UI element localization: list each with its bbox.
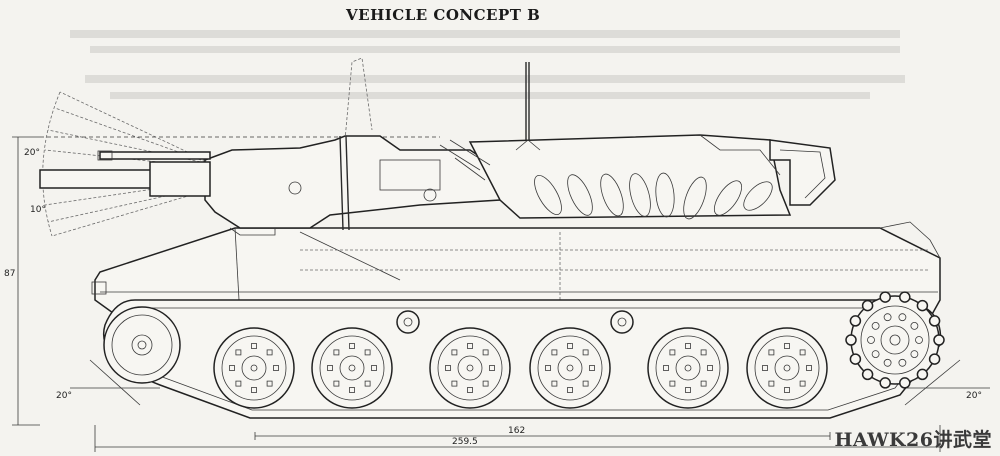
sprocket-tooth	[916, 368, 929, 381]
sprocket-bolt	[910, 321, 919, 330]
turret-mount	[39, 135, 501, 236]
sprocket-bolt	[883, 313, 892, 322]
sprocket-bolt	[871, 350, 880, 359]
overall-length-label: 259.5	[452, 437, 478, 447]
sprocket-bolt	[883, 358, 892, 367]
sprocket-tooth	[849, 315, 862, 327]
drive-sprocket	[845, 291, 945, 389]
sprocket-tooth	[933, 334, 945, 346]
loader-magazine	[439, 62, 836, 220]
idler-wheel	[103, 306, 181, 384]
sprocket-tooth	[845, 334, 857, 346]
sprocket-tooth	[899, 377, 911, 389]
length-dimensions	[70, 359, 990, 452]
front-track-angle-label: 20°	[56, 391, 72, 401]
diagram-title: VEHICLE CONCEPT B	[346, 6, 541, 24]
sprocket-tooth	[879, 291, 891, 303]
gun-elevation-arc	[42, 57, 373, 237]
sprocket-bolt	[915, 336, 923, 344]
sprocket-tooth	[879, 377, 891, 389]
sprocket-tooth	[899, 291, 911, 303]
sprocket-bolt	[871, 321, 880, 330]
sprocket-bolt	[898, 313, 907, 322]
return-rollers	[396, 310, 634, 334]
depression-angle-label: 10°	[30, 205, 46, 215]
height-dimension	[12, 136, 440, 426]
sprocket-tooth	[916, 299, 929, 312]
sprocket-tooth	[928, 353, 941, 365]
sprocket-bolt	[867, 336, 875, 344]
road-wheel	[311, 327, 393, 409]
sprocket-tooth	[861, 299, 874, 312]
road-wheel	[647, 327, 729, 409]
shell-rack	[439, 139, 773, 220]
road-wheel	[213, 327, 295, 409]
sprocket-tooth	[928, 315, 941, 327]
rear-track-angle-label: 20°	[966, 391, 982, 401]
road-wheels	[213, 327, 828, 409]
sprocket-tooth	[861, 368, 874, 381]
road-wheel	[746, 327, 828, 409]
watermark: HAWK26讲武堂	[834, 429, 992, 451]
sprocket-bolt	[910, 350, 919, 359]
elevation-angle-label: 20°	[24, 148, 40, 158]
sprocket-tooth	[849, 353, 862, 365]
height-label: 87	[4, 269, 15, 279]
road-wheel	[529, 327, 611, 409]
road-wheel	[429, 327, 511, 409]
sprocket-bolt	[898, 358, 907, 367]
track-length-label: 162	[508, 426, 525, 436]
background-text-bands	[70, 30, 905, 99]
